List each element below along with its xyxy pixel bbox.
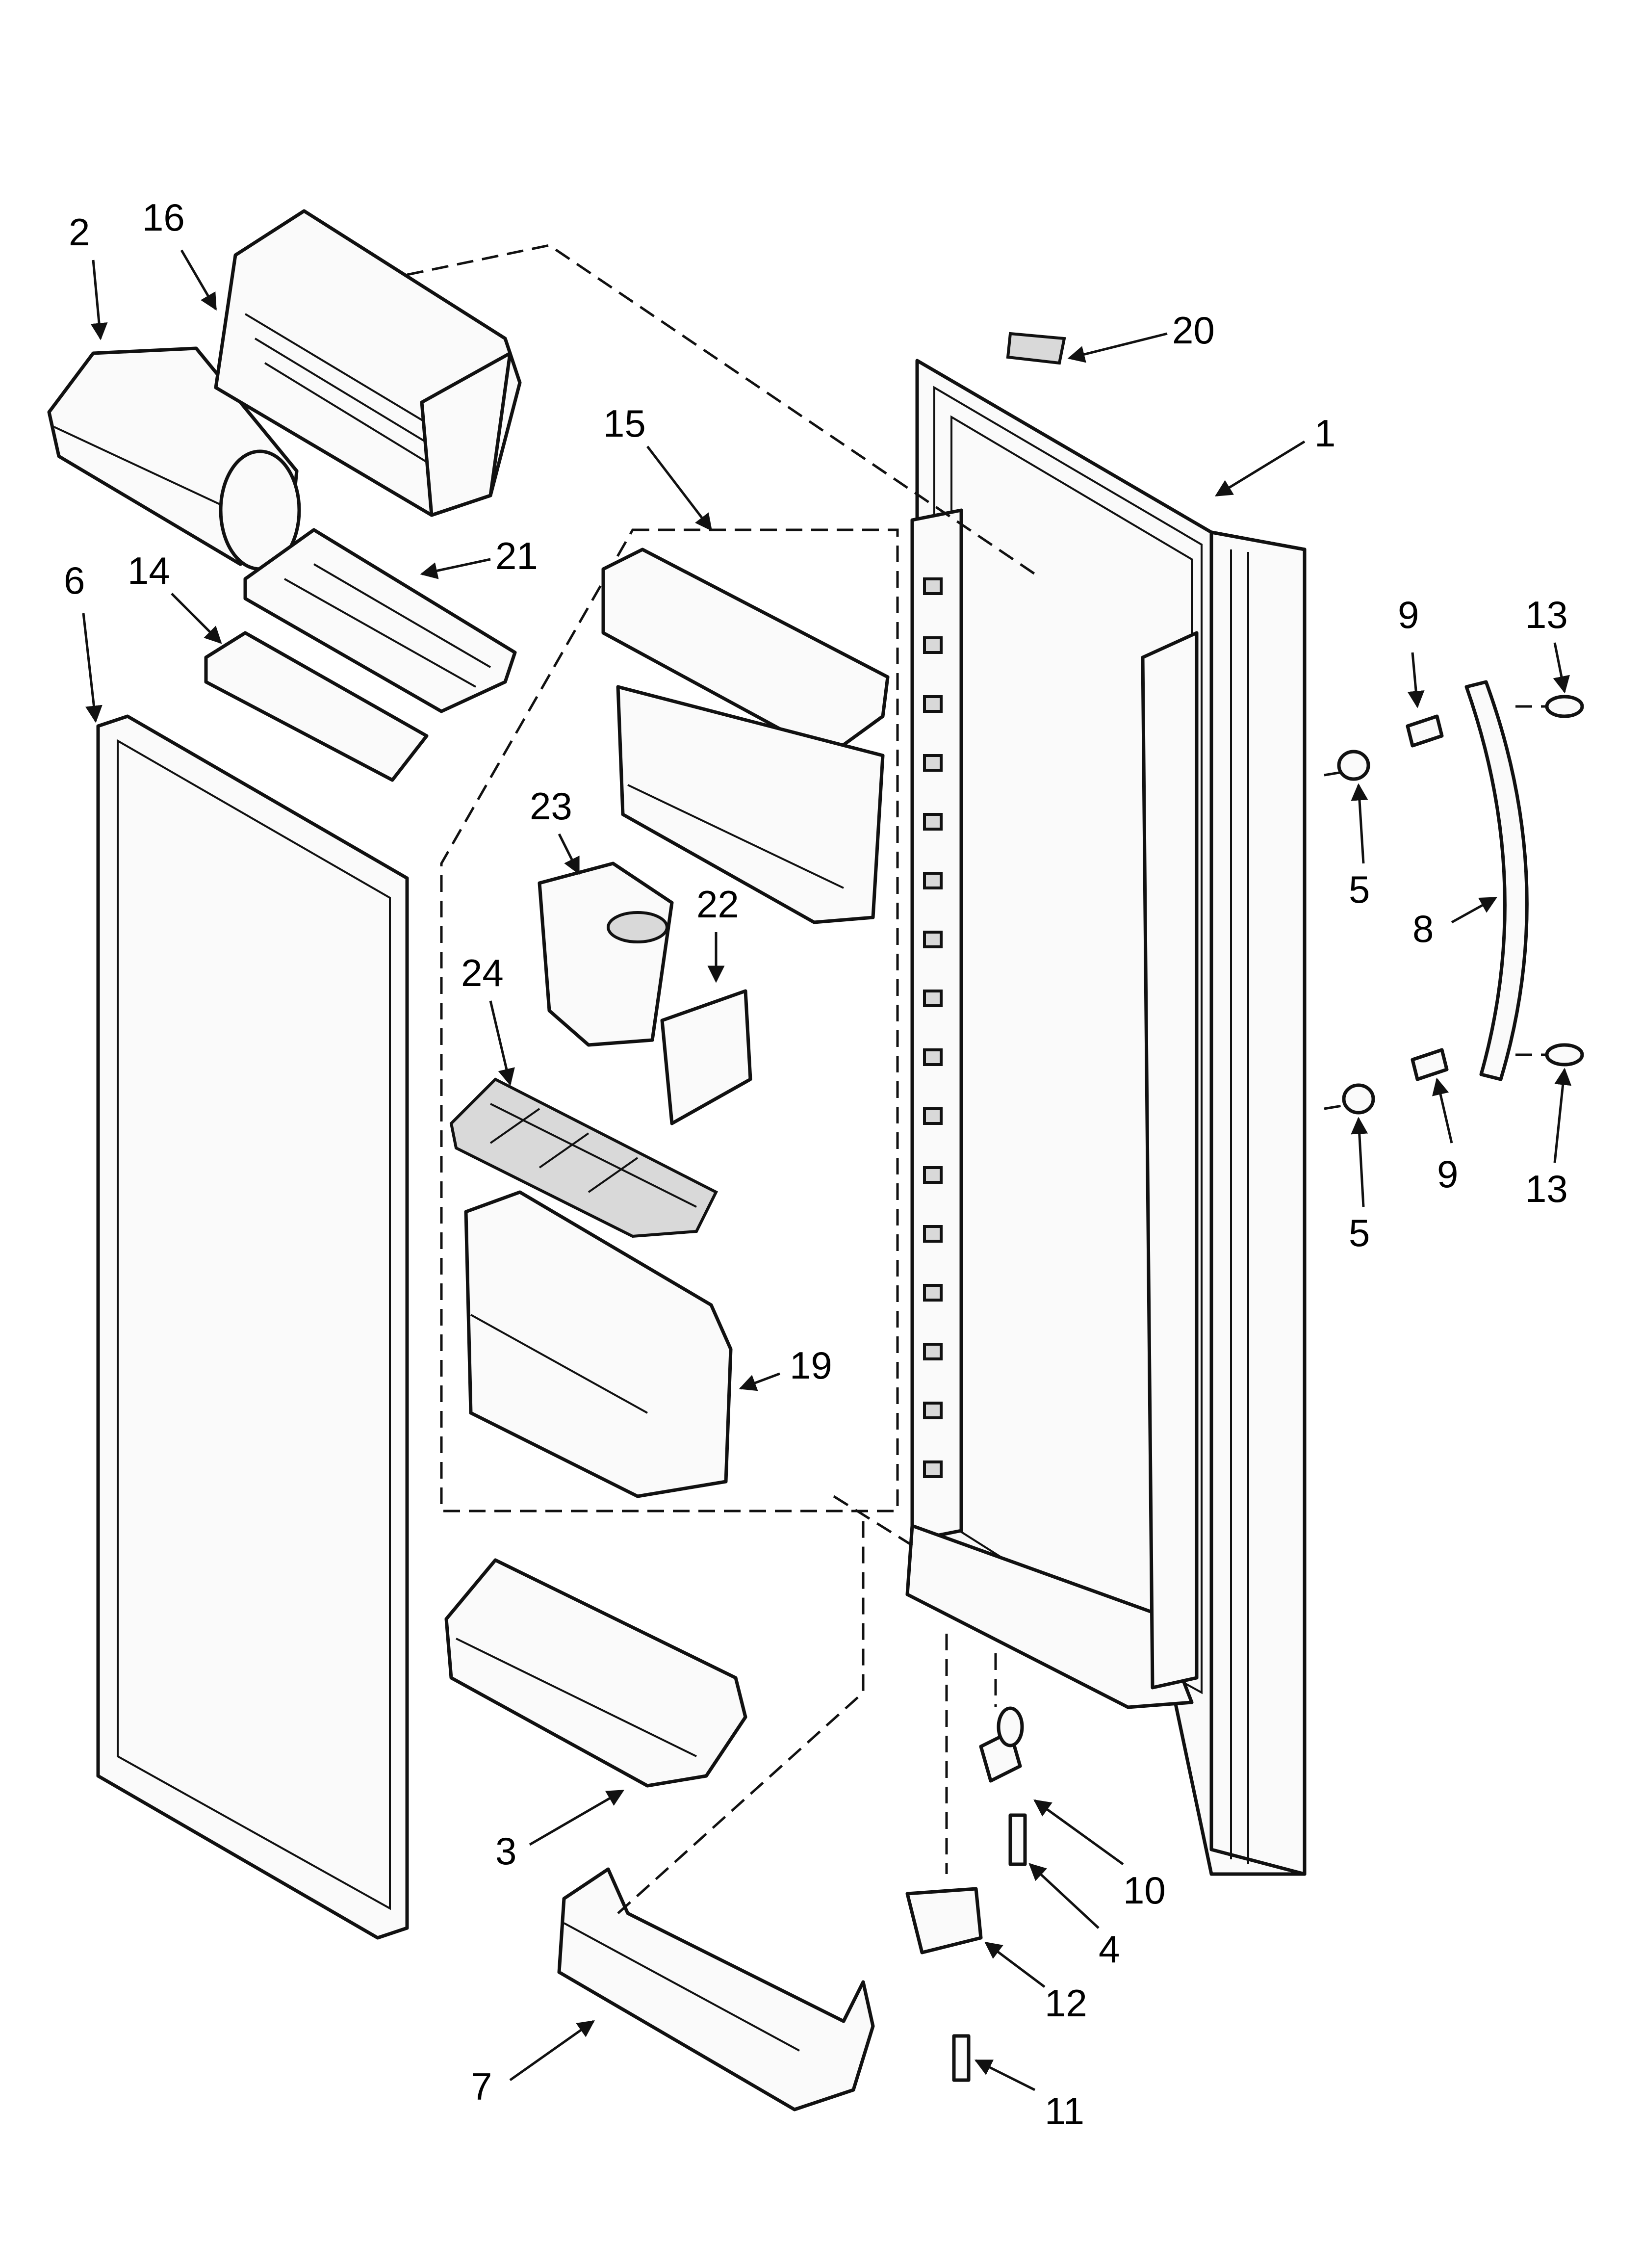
callout-13-upper: 13 [1525,593,1568,636]
callout-11: 11 [1045,2089,1084,2133]
shelf-button [923,813,943,831]
rail-part-14 [204,631,429,782]
screw-part-4 [1008,1813,1027,1866]
callout-8: 8 [1412,907,1434,950]
shelf-button [923,1166,943,1184]
lower-bin-part-7 [557,1867,875,2112]
screw-part-9-lower [1411,1048,1449,1081]
door-bin-part-3 [444,1558,747,1788]
bin-assembly-part-15 [601,547,890,924]
callout-6: 6 [64,559,85,602]
callout-5-upper: 5 [1349,868,1370,911]
insert-part-13-lower [1545,1043,1584,1067]
shelf-button [923,1225,943,1243]
callout-24: 24 [461,951,504,994]
callout-12: 12 [1045,1981,1087,2025]
shelf-button [923,1402,943,1419]
callout-10: 10 [1123,1869,1166,1912]
spacer-part-5-lower [1342,1083,1375,1115]
shelf-button [923,1107,943,1125]
callout-22: 22 [696,883,739,926]
callout-leaders [82,249,1572,2091]
callout-labels: 2 16 20 1 15 21 6 14 23 22 24 19 3 7 9 5… [64,196,1568,2133]
gasket-part-6 [96,714,409,1940]
shelf-button [923,754,943,772]
dispenser-housing-part-16 [214,209,522,517]
callout-9-upper: 9 [1398,593,1419,636]
callout-16: 16 [142,196,185,239]
screw-part-9-upper [1406,714,1444,748]
assembly-boundary-part-15 [440,528,899,1512]
cup-part-23 [538,861,674,1047]
shelf-button [923,931,943,948]
shelf-button [923,872,943,889]
door-panel-part-1 [915,359,1307,1876]
callout-9-lower: 9 [1437,1152,1458,1196]
callout-20: 20 [1172,309,1215,352]
insert-part-13-upper [1545,695,1584,718]
assembly-lines [407,244,1550,1914]
callout-15: 15 [603,402,646,445]
callout-3: 3 [495,1829,516,1873]
callout-19: 19 [790,1344,832,1387]
shelf-button [923,695,943,713]
hinge-bracket-part-12 [905,1887,983,1955]
shelf-button [923,577,943,595]
callout-21: 21 [495,534,538,577]
handle-part-8 [1464,680,1529,1081]
liner-shelf-buttons [923,577,943,1478]
cover-part-2 [47,346,301,571]
callout-4: 4 [1099,1928,1120,1971]
callout-7: 7 [471,2065,492,2108]
filter-plate-part-22 [660,989,752,1125]
callout-5-lower: 5 [1349,1211,1370,1254]
shelf-button [923,1048,943,1066]
callout-23: 23 [530,784,572,828]
shelf-button [923,1460,943,1478]
label-part-20 [1006,332,1066,365]
callout-13-lower: 13 [1525,1167,1568,1210]
callout-14: 14 [128,549,170,592]
callout-2: 2 [69,210,90,254]
shelf-button [923,1343,943,1360]
spacer-part-5-upper [1337,750,1370,781]
tray-part-21 [243,528,517,713]
shelf-button [923,1284,943,1302]
hinge-part-10 [979,1706,1024,1783]
shelf-button [923,636,943,654]
screw-part-11 [952,2034,971,2082]
shelf-button [923,990,943,1007]
drip-grille-part-24 [449,1077,718,1238]
callout-1: 1 [1314,412,1335,455]
bin-part-19 [464,1190,733,1498]
